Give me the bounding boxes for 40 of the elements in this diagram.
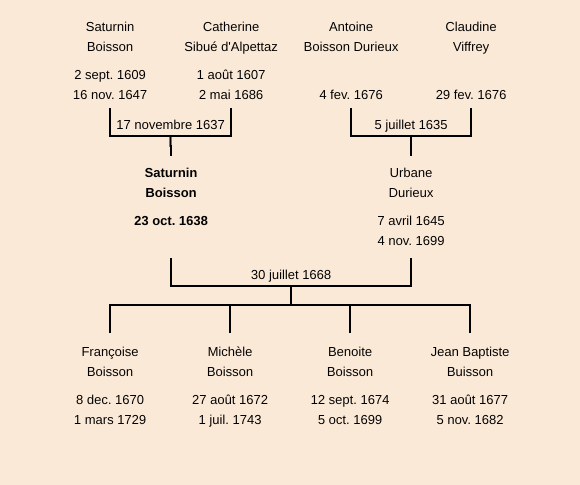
birth-date: 7 avril 1645 — [377, 212, 445, 230]
surname: Boisson — [86, 363, 134, 381]
death-date: 5 oct. 1699 — [318, 411, 382, 429]
death-date: 29 fev. 1676 — [436, 86, 506, 104]
death-date: 5 nov. 1682 — [436, 411, 504, 429]
surname: Boisson — [206, 363, 254, 381]
surname: Sibué d'Alpettaz — [184, 38, 278, 56]
given-name: Michèle — [208, 343, 252, 361]
birth-date: 23 oct. 1638 — [134, 212, 208, 230]
death-date: 16 nov. 1647 — [72, 86, 148, 104]
death-date: 1 mars 1729 — [74, 411, 146, 429]
death-date: 4 nov. 1699 — [378, 232, 444, 250]
death-date: 2 mai 1686 — [198, 86, 264, 104]
given-name: Françoise — [81, 343, 139, 361]
given-name: Jean Baptiste — [430, 343, 510, 361]
surname: Boisson — [145, 184, 197, 202]
birth-date: 8 dec. 1670 — [76, 391, 144, 409]
given-name: Urbane — [390, 164, 432, 182]
descent-line — [290, 258, 471, 333]
surname: Boisson Durieux — [304, 38, 398, 56]
surname: Boisson — [86, 38, 134, 56]
descent-line — [410, 108, 472, 156]
given-name: Saturnin — [144, 164, 198, 182]
birth-date: 12 sept. 1674 — [310, 391, 390, 409]
given-name: Catherine — [202, 18, 260, 36]
given-name: Saturnin — [86, 18, 134, 36]
birth-date: 1 août 1607 — [196, 66, 266, 84]
surname: Viffrey — [452, 38, 490, 56]
given-name: Claudine — [445, 18, 497, 36]
given-name: Benoite — [328, 343, 372, 361]
birth-date: 31 août 1677 — [432, 391, 508, 409]
birth-date: 27 août 1672 — [192, 391, 268, 409]
surname: Buisson — [446, 363, 494, 381]
surname: Boisson — [326, 363, 374, 381]
given-name: Antoine — [328, 18, 374, 36]
surname: Durieux — [388, 184, 434, 202]
descent-line — [170, 108, 232, 156]
death-date: 4 fev. 1676 — [319, 86, 383, 104]
birth-date: 2 sept. 1609 — [74, 66, 146, 84]
death-date: 1 juil. 1743 — [198, 411, 262, 429]
